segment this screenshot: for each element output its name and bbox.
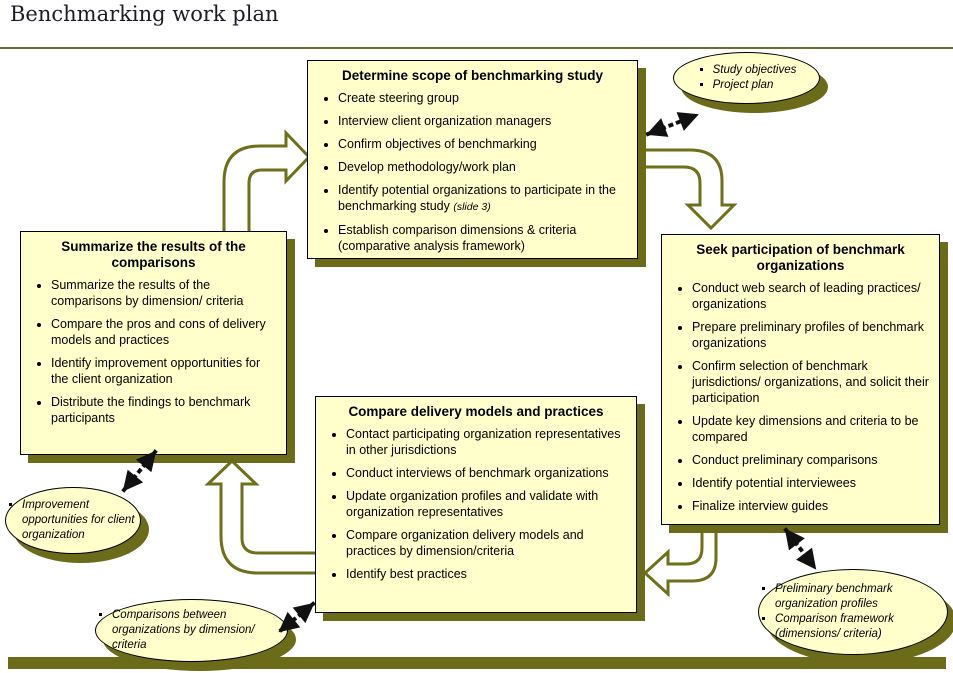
- callout-item: Comparison framework (dimensions/ criter…: [775, 612, 947, 642]
- bullet-item: Compare organization delivery models and…: [346, 527, 628, 559]
- bullet-item: Update organization profiles and validat…: [346, 488, 628, 520]
- bullet-item: Summarize the results of the comparisons…: [51, 277, 278, 309]
- callout-comparisons: Comparisons between organizations by dim…: [95, 599, 288, 662]
- arrow-compare-to-summarize-icon: [204, 458, 319, 575]
- callout-item: Study objectives: [713, 63, 797, 78]
- bullet-item: Confirm selection of benchmark jurisdict…: [692, 358, 931, 406]
- bullet-item: Conduct web search of leading practices/…: [692, 280, 931, 312]
- bullet-item: Interview client organization managers: [338, 113, 629, 129]
- dotted-arrow-seek-preliminary-icon: [783, 527, 818, 571]
- bullet-text: Identify potential organizations to part…: [338, 182, 616, 213]
- bullet-list: Create steering group Interview client o…: [316, 90, 629, 254]
- bullet-item: Identify best practices: [346, 566, 628, 582]
- bullet-item: Distribute the findings to benchmark par…: [51, 394, 278, 426]
- bullet-item: Contact participating organization repre…: [346, 426, 628, 458]
- title-underline: [0, 47, 953, 49]
- callout-item: Project plan: [713, 78, 797, 93]
- box-determine-scope: Determine scope of benchmarking study Cr…: [307, 60, 638, 259]
- box-title: Compare delivery models and practices: [348, 404, 604, 419]
- callout-list: Improvement opportunities for client org…: [6, 498, 140, 543]
- dotted-arrow-determine-objectives-icon: [645, 112, 700, 137]
- bottom-bar: [8, 657, 946, 669]
- box-title: Summarize the results of the comparisons: [61, 239, 246, 270]
- bullet-item: Develop methodology/work plan: [338, 159, 629, 175]
- box-title: Determine scope of benchmarking study: [341, 68, 604, 83]
- bullet-item: Update key dimensions and criteria to be…: [692, 413, 931, 445]
- dotted-arrow-summarize-improvement-icon: [121, 449, 158, 493]
- bullet-list: Contact participating organization repre…: [324, 426, 628, 582]
- bullet-item: Compare the pros and cons of delivery mo…: [51, 316, 278, 348]
- bullet-item: Finalize interview guides: [692, 498, 931, 514]
- box-seek-participation: Seek participation of benchmark organiza…: [661, 234, 940, 525]
- arrow-summarize-to-determine-icon: [222, 129, 312, 233]
- bullet-item: Prepare preliminary profiles of benchmar…: [692, 319, 931, 351]
- box-compare-delivery: Compare delivery models and practices Co…: [315, 396, 637, 613]
- bullet-item: Identify potential organizations to part…: [338, 182, 629, 215]
- callout-list: Study objectives Project plan: [697, 63, 797, 93]
- arrow-determine-to-seek-icon: [646, 148, 738, 231]
- bullet-item: Identify improvement opportunities for t…: [51, 355, 278, 387]
- callout-item: Preliminary benchmark organization profi…: [775, 582, 947, 612]
- box-summarize-results: Summarize the results of the comparisons…: [20, 231, 287, 455]
- bullet-item: Conduct preliminary comparisons: [692, 452, 931, 468]
- bullet-list: Summarize the results of the comparisons…: [29, 277, 278, 426]
- callout-item: Improvement opportunities for client org…: [22, 498, 140, 543]
- bullet-item: Confirm objectives of benchmarking: [338, 136, 629, 152]
- bullet-item: Establish comparison dimensions & criter…: [338, 222, 629, 254]
- arrow-seek-to-compare-icon: [642, 531, 718, 598]
- callout-improvement-opportunities: Improvement opportunities for client org…: [5, 487, 141, 554]
- callout-preliminary-benchmark: Preliminary benchmark organization profi…: [758, 569, 948, 655]
- box-title: Seek participation of benchmark organiza…: [696, 242, 905, 273]
- callout-item: Comparisons between organizations by dim…: [112, 608, 287, 653]
- bullet-item: Conduct interviews of benchmark organiza…: [346, 465, 628, 481]
- bullet-item: Identify potential interviewees: [692, 475, 931, 491]
- bullet-list: Conduct web search of leading practices/…: [670, 280, 931, 514]
- callout-list: Preliminary benchmark organization profi…: [759, 582, 947, 642]
- slide-note: (slide 3): [453, 200, 491, 213]
- page-title: Benchmarking work plan: [10, 2, 279, 26]
- bullet-item: Create steering group: [338, 90, 629, 106]
- callout-list: Comparisons between organizations by dim…: [96, 608, 287, 653]
- callout-study-objectives: Study objectives Project plan: [673, 52, 820, 104]
